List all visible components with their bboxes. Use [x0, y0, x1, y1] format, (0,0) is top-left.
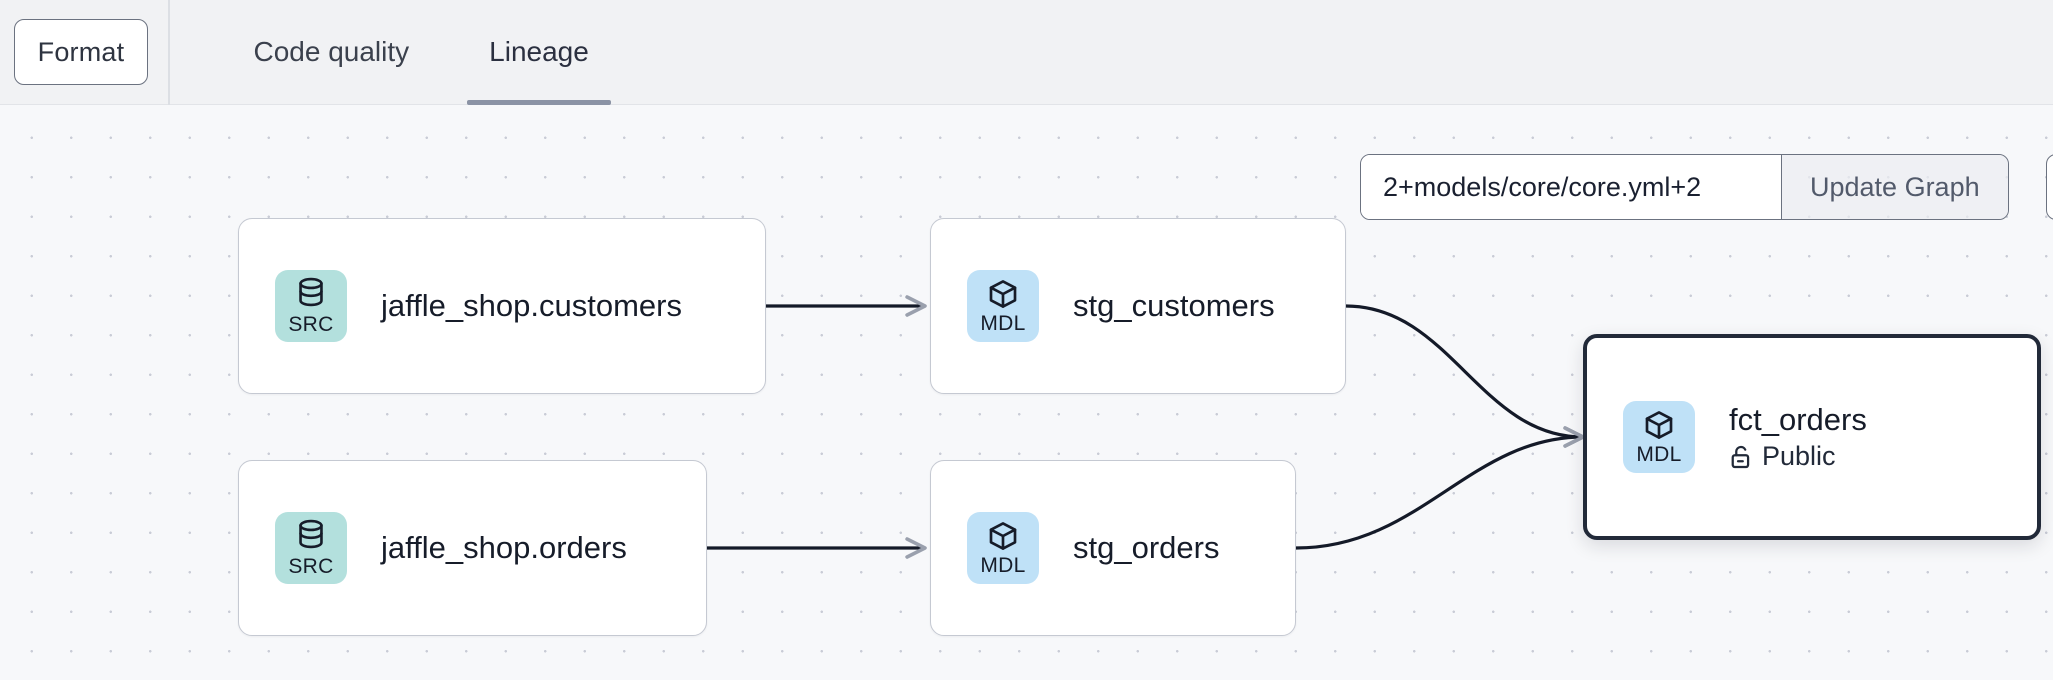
toolbar-divider: [168, 0, 170, 105]
edge-layer: [707, 295, 1585, 559]
node-title: fct_orders: [1729, 401, 1867, 437]
badge-mdl: MDL: [967, 270, 1039, 342]
badge-label: MDL: [980, 312, 1026, 335]
cube-icon: [989, 280, 1017, 308]
node-access-label: Public: [1762, 441, 1836, 472]
cube-icon: [989, 522, 1017, 550]
node-body: stg_customers: [1073, 288, 1275, 324]
cube-icon: [1645, 411, 1673, 439]
badge-label: SRC: [288, 555, 334, 578]
node-stg-orders[interactable]: MDL stg_orders: [930, 460, 1296, 636]
node-title: stg_customers: [1073, 288, 1275, 324]
node-access-row: Public: [1729, 441, 1867, 472]
update-graph-button[interactable]: Update Graph: [1781, 155, 2008, 219]
node-body: jaffle_shop.customers: [381, 288, 682, 324]
badge-src: SRC: [275, 512, 347, 584]
graph-selector-bar: Update Graph: [1360, 154, 2009, 220]
database-icon: [299, 277, 323, 307]
tab-lineage[interactable]: Lineage: [467, 0, 611, 105]
tab-code-quality[interactable]: Code quality: [253, 36, 410, 67]
badge-label: SRC: [288, 313, 334, 336]
graph-selector-input[interactable]: [1361, 155, 1781, 219]
badge-mdl: MDL: [1623, 401, 1695, 473]
node-title: stg_orders: [1073, 530, 1220, 566]
badge-label: MDL: [1636, 443, 1682, 466]
node-jaffle-shop-customers[interactable]: SRC jaffle_shop.customers: [238, 218, 766, 394]
node-title: jaffle_shop.customers: [381, 288, 682, 324]
badge-label: MDL: [980, 554, 1026, 577]
node-title: jaffle_shop.orders: [381, 530, 627, 566]
node-jaffle-shop-orders[interactable]: SRC jaffle_shop.orders: [238, 460, 707, 636]
badge-src: SRC: [275, 270, 347, 342]
database-icon: [299, 519, 323, 549]
node-fct-orders[interactable]: MDL fct_orders Public: [1583, 334, 2041, 540]
tab-bar: Code quality Lineage: [232, 0, 611, 105]
canvas-side-control[interactable]: [2046, 154, 2053, 220]
lineage-canvas[interactable]: SRC jaffle_shop.customers MDL stg_custom…: [0, 106, 2053, 680]
toolbar: Format Code quality Lineage: [0, 0, 2053, 105]
node-body: fct_orders Public: [1729, 402, 1867, 473]
badge-mdl: MDL: [967, 512, 1039, 584]
edge-stg-customers-to-fct: [1345, 304, 1585, 448]
node-body: stg_orders: [1073, 530, 1219, 566]
unlock-icon: [1731, 445, 1750, 468]
format-button[interactable]: Format: [14, 19, 148, 85]
node-stg-customers[interactable]: MDL stg_customers: [930, 218, 1346, 394]
node-body: jaffle_shop.orders: [381, 530, 627, 566]
edge-stg-orders-to-fct: [1295, 426, 1585, 550]
